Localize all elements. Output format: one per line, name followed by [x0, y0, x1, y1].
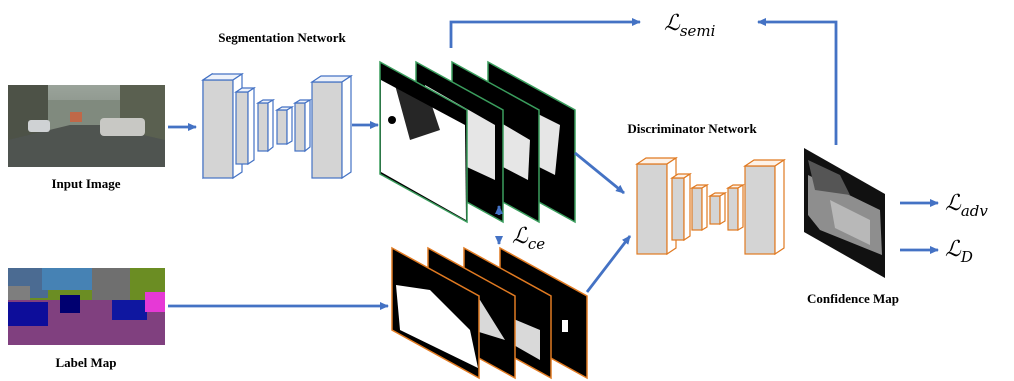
arrows	[168, 18, 939, 310]
arrow-predictions-to-lsemi	[449, 18, 641, 48]
loss-ce: ℒce	[512, 224, 545, 253]
segmentation-network	[201, 72, 353, 180]
loss-ce-subscript: ce	[528, 235, 545, 253]
label-map-label: Label Map	[55, 355, 116, 370]
input-image	[8, 85, 165, 167]
prediction-maps	[379, 60, 576, 224]
arrow-predictions-to-discriminator	[574, 151, 625, 195]
arrow-confidence-to-lsemi	[757, 18, 838, 145]
loss-d-subscript: D	[960, 248, 973, 266]
loss-adv-symbol: ℒ	[945, 191, 962, 216]
loss-semi-subscript: semi	[680, 22, 716, 40]
loss-adv-subscript: adv	[961, 202, 989, 220]
loss-semi-symbol: ℒ	[664, 11, 681, 36]
arrow-labelmaps-to-discriminator	[585, 235, 632, 293]
loss-d-symbol: ℒ	[945, 237, 962, 262]
confidence-map-label: Confidence Map	[807, 291, 899, 306]
discriminator-network-label: Discriminator Network	[627, 121, 757, 136]
label-one-hot-maps	[391, 246, 588, 380]
label-map	[8, 268, 165, 345]
loss-semi: ℒsemi	[664, 11, 716, 40]
discriminator-network	[635, 156, 786, 256]
svg-text:ℒsemi: ℒsemi	[664, 11, 716, 40]
segmentation-network-label: Segmentation Network	[218, 30, 346, 45]
confidence-map	[804, 148, 885, 278]
loss-d: ℒD	[945, 237, 973, 266]
input-image-label: Input Image	[52, 176, 121, 191]
svg-text:ℒadv: ℒadv	[945, 191, 988, 220]
loss-adv: ℒadv	[945, 191, 988, 220]
svg-text:ℒD: ℒD	[945, 237, 973, 266]
loss-ce-symbol: ℒ	[512, 224, 529, 249]
svg-text:ℒce: ℒce	[512, 224, 545, 253]
